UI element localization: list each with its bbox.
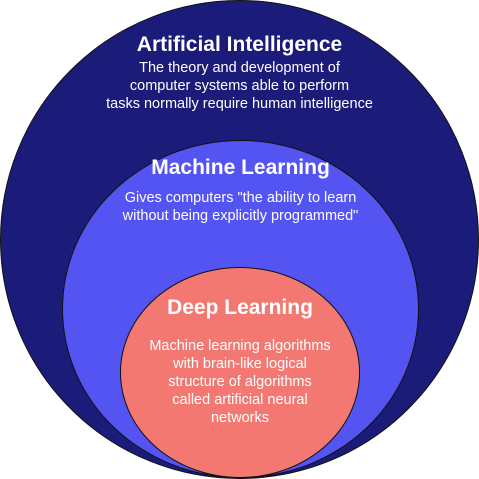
dl-circle: [120, 267, 360, 478]
dl-description-line: Machine learning algorithms: [149, 338, 331, 354]
dl-description: Machine learning algorithms with brain-l…: [120, 337, 360, 427]
ai-description-line: tasks normally require human intelligenc…: [106, 96, 373, 112]
dl-description-line: called artificial neural: [172, 392, 308, 408]
ml-description: Gives computers "the ability to learn wi…: [62, 189, 419, 225]
ai-description-line: The theory and development of: [139, 60, 340, 76]
ml-title: Machine Learning: [151, 156, 330, 179]
ml-description-line: Gives computers "the ability to learn: [124, 190, 357, 206]
ml-description-line: without being explicitly programmed": [122, 208, 359, 224]
ai-description-line: computer systems able to perform: [129, 78, 350, 94]
dl-description-line: networks: [210, 410, 270, 426]
ai-description: The theory and development of computer s…: [0, 59, 479, 113]
ai-title: Artificial Intelligence: [136, 33, 343, 56]
dl-title: Deep Learning: [167, 296, 313, 319]
dl-description-line: structure of algorithms: [168, 374, 312, 390]
dl-description-line: with brain-like logical: [173, 356, 307, 372]
